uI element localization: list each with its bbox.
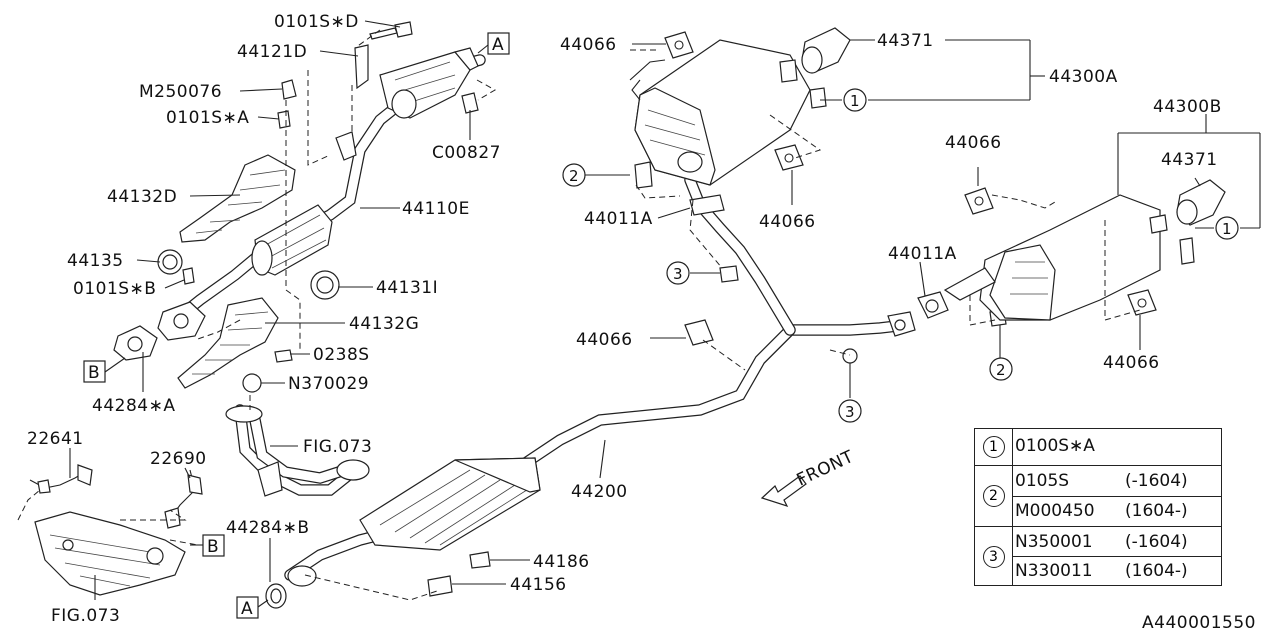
- legend-item-0105s: 0105S (-1604): [1015, 466, 1188, 497]
- label-44011a-left: 44011A: [584, 209, 653, 229]
- legend-part: N330011: [1015, 561, 1093, 581]
- legend-num-1: 1: [982, 436, 1005, 458]
- reference-code: A440001550: [1142, 613, 1256, 633]
- callout-2-left: 2: [569, 167, 579, 185]
- front-exhaust-pipe-44110e: [157, 44, 486, 341]
- legend-range: (-1604): [1125, 532, 1188, 552]
- label-44371-a: 44371: [877, 31, 934, 51]
- label-44284-a: 44284∗A: [92, 396, 175, 416]
- gasket-44284a: [113, 325, 158, 361]
- callout-3-right: 3: [845, 403, 855, 421]
- bolts-upper: [182, 21, 479, 393]
- label-44132d: 44132D: [107, 187, 177, 207]
- legend-range: (1604-): [1125, 561, 1188, 581]
- label-44284-b: 44284∗B: [226, 518, 310, 538]
- hangers-right: [964, 187, 1195, 316]
- lower-manifold-fig073: [34, 511, 186, 596]
- part-labels: 0101S∗D 44121D M250076 0101S∗A C00827 44…: [27, 12, 1256, 633]
- label-0238s: 0238S: [313, 345, 370, 365]
- legend-row-2: 2 0105S (-1604) M000450 (1604-): [975, 465, 1221, 526]
- legend-row-3: 3 N350001 (-1604) N330011 (1604-): [975, 526, 1221, 586]
- legend-part: M000450: [1015, 501, 1095, 521]
- box-b-lower: B: [207, 537, 219, 557]
- legend-num-cell: 2: [975, 466, 1013, 526]
- legend-part: 0100S∗A: [1015, 436, 1095, 456]
- heat-shield-44132g: [177, 297, 279, 389]
- box-a-top: A: [492, 35, 504, 55]
- label-44186: 44186: [533, 552, 590, 572]
- box-letter-markers: A B B A: [83, 32, 510, 619]
- label-44066-d: 44066: [945, 133, 1002, 153]
- legend-num-cell: 3: [975, 527, 1013, 586]
- heat-shield-44132d: [179, 154, 296, 243]
- label-fig073-lower: FIG.073: [51, 606, 120, 626]
- tail-tip-44371a: [801, 27, 851, 74]
- legend-part: N350001: [1015, 532, 1093, 552]
- label-0101s-b: 0101S∗B: [73, 279, 156, 299]
- bolts-center: [427, 161, 1007, 597]
- callout-1-left: 1: [850, 92, 860, 110]
- legend-range: (1604-): [1125, 501, 1188, 521]
- label-44011a-right: 44011A: [888, 244, 957, 264]
- leader-lines: [69, 20, 1261, 600]
- sensor-22690: [164, 469, 203, 529]
- label-22641: 22641: [27, 429, 84, 449]
- legend-divider: [1013, 556, 1221, 557]
- legend-num-3: 3: [982, 545, 1005, 568]
- callout-3-left: 3: [673, 265, 683, 283]
- label-44132g: 44132G: [349, 314, 419, 334]
- label-44135: 44135: [67, 251, 124, 271]
- hangers-left: [664, 31, 827, 346]
- dashed-reference-lines: [17, 29, 1141, 601]
- label-44066-c: 44066: [576, 330, 633, 350]
- legend-range: (-1604): [1125, 471, 1188, 491]
- label-44131i: 44131I: [376, 278, 438, 298]
- exhaust-manifold-fig073: [225, 404, 370, 497]
- legend-divider: [1013, 496, 1221, 497]
- circled-callouts: 1 1 2 2 3 3: [562, 88, 1239, 423]
- front-direction-arrow: [760, 475, 807, 508]
- gasket-44284b: [265, 583, 287, 609]
- label-44110e: 44110E: [402, 199, 470, 219]
- legend-item-n330011: N330011 (1604-): [1015, 556, 1188, 587]
- legend-part: 0105S: [1015, 471, 1070, 491]
- label-44200: 44200: [571, 482, 628, 502]
- legend-num-2: 2: [982, 485, 1005, 507]
- muffler-44300b: [943, 194, 1168, 321]
- legend-num-cell: 1: [975, 429, 1013, 465]
- legend-table: 1 0100S∗A 2 0105S(-1604) M000450(1604-) …: [974, 428, 1222, 586]
- callout-2-right: 2: [996, 361, 1006, 379]
- label-m250076: M250076: [139, 82, 222, 102]
- callout-1-right: 1: [1222, 220, 1232, 238]
- gasket-44135: [157, 249, 183, 275]
- label-44156: 44156: [510, 575, 567, 595]
- sensor-22641: [29, 464, 93, 494]
- muffler-44300a: [629, 39, 811, 186]
- label-44121d: 44121D: [237, 42, 307, 62]
- label-44066-e: 44066: [1103, 353, 1160, 373]
- box-b-left: B: [88, 363, 100, 383]
- legend-item-m000450: M000450 (1604-): [1015, 496, 1188, 527]
- label-44300b: 44300B: [1153, 97, 1222, 117]
- label-44066-a: 44066: [560, 35, 617, 55]
- box-a-lower: A: [241, 599, 253, 619]
- label-front: FRONT: [794, 447, 857, 491]
- label-44066-b: 44066: [759, 212, 816, 232]
- label-44371-b: 44371: [1161, 150, 1218, 170]
- center-pipe-44200: [284, 174, 949, 587]
- label-c00827: C00827: [432, 143, 501, 163]
- legend-item-n350001: N350001 (-1604): [1015, 527, 1188, 558]
- label-0101s-d: 0101S∗D: [274, 12, 359, 32]
- legend-row-1: 1 0100S∗A: [975, 429, 1221, 465]
- label-fig073-upper: FIG.073: [303, 437, 372, 457]
- label-44300a: 44300A: [1049, 67, 1118, 87]
- legend-item-0100s-a: 0100S∗A: [1015, 431, 1095, 462]
- label-0101s-a: 0101S∗A: [166, 108, 249, 128]
- label-n370029: N370029: [288, 374, 369, 394]
- tail-tip-44371b: [1176, 179, 1226, 226]
- label-22690: 22690: [150, 449, 207, 469]
